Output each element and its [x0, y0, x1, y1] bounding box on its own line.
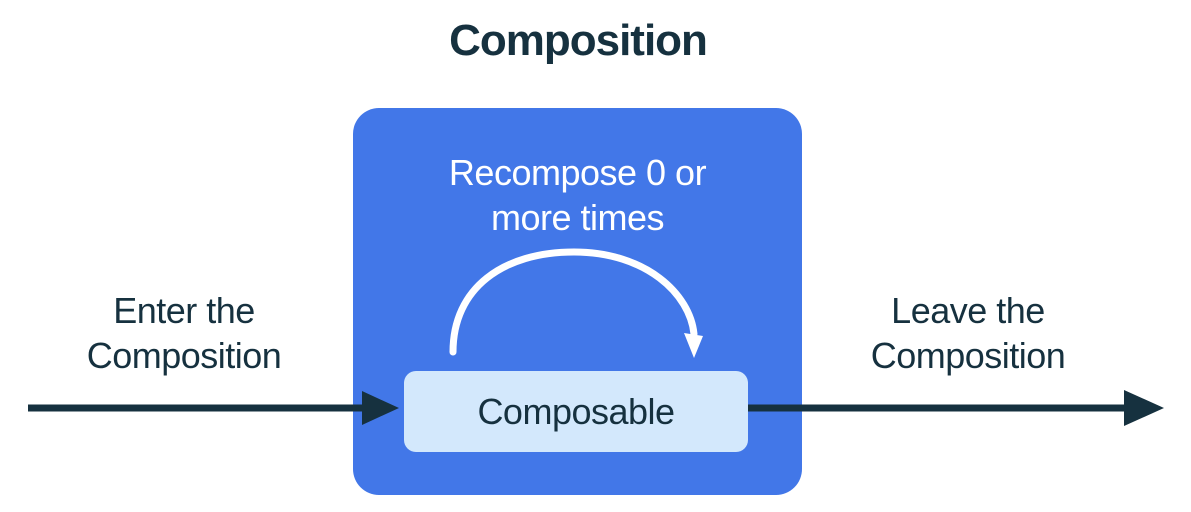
enter-composition-label: Enter the Composition	[86, 290, 282, 376]
recompose-label: Recompose 0 or more times	[448, 152, 707, 238]
diagram-title: Composition	[449, 16, 708, 65]
composable-label: Composable	[477, 390, 675, 432]
leave-composition-label: Leave the Composition	[870, 290, 1066, 376]
leave-arrow-head-icon	[1124, 390, 1164, 426]
composable-box: Composable	[404, 371, 748, 452]
